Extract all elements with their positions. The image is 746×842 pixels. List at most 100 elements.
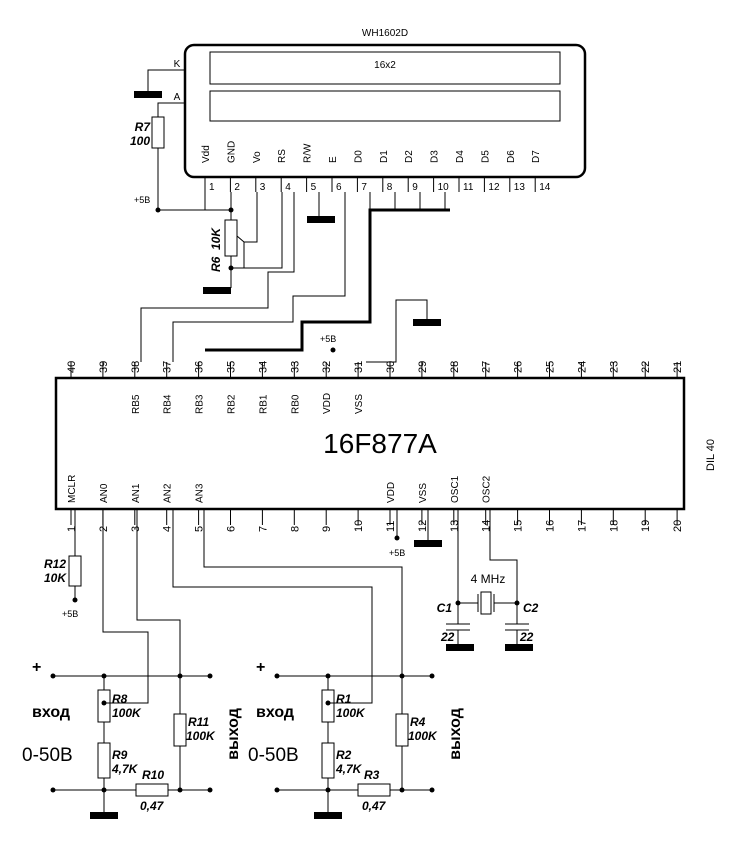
lcd-pin-signal: D6 — [506, 150, 517, 163]
mcu-bottom-pin-number: 14 — [481, 520, 493, 532]
mcu-top-pin-signal: RB4 — [163, 394, 174, 414]
mcu-top-pin-number: 38 — [130, 361, 142, 373]
mcu-top-pin-number: 24 — [576, 361, 588, 373]
mcu-bottom-pin-number: 9 — [321, 526, 333, 532]
mcu-top-pin-signal: RB0 — [290, 394, 301, 414]
r3-value: 0,47 — [362, 799, 387, 813]
mcu-top-pin-signal: RB5 — [131, 394, 142, 414]
lcd-pin-signal: D5 — [480, 150, 491, 163]
lcd-pin-number: 3 — [260, 182, 266, 193]
r12-body — [68, 555, 82, 587]
lcd-pin-number: 2 — [234, 182, 240, 193]
ch2-plus: + — [256, 659, 265, 676]
r2-body — [321, 742, 335, 779]
r9-value: 4,7K — [111, 762, 139, 776]
r1-name: R1 — [336, 692, 352, 706]
r11-value: 100K — [186, 729, 216, 743]
mcu-bottom-pin-signal: MCLR — [67, 475, 78, 503]
lcd-a-label: A — [174, 92, 181, 103]
mcu-bottom-pin-number: 12 — [417, 520, 429, 532]
lcd-pin-number: 14 — [539, 182, 551, 193]
lcd-pin-number: 7 — [361, 182, 367, 193]
ch2-output: выход — [447, 708, 464, 760]
r8-body — [97, 689, 111, 723]
r7-name: R7 — [135, 120, 152, 134]
lcd-line-1 — [209, 51, 561, 85]
lcd-outline — [183, 43, 587, 179]
ch1-plus: + — [32, 659, 41, 676]
crystal-body — [480, 591, 492, 615]
lcd-pin-number: 4 — [285, 182, 291, 193]
mcu-top-pin-number: 36 — [194, 361, 206, 373]
mcu-top-pin-signal: RB3 — [195, 394, 206, 414]
mcu-bottom-pin-number: 13 — [449, 520, 461, 532]
mcu-bottom-pin-signal: AN3 — [195, 483, 206, 503]
mcu-top-pin-number: 34 — [257, 361, 269, 373]
mcu-top-pin-number: 40 — [66, 361, 78, 373]
mcu-top-pin-number: 21 — [672, 361, 684, 373]
r9-name: R9 — [112, 748, 128, 762]
lcd-pin-signal: D2 — [404, 150, 415, 163]
c2-value: 22 — [519, 630, 534, 644]
mcu-bottom-pin-signal: OSC1 — [450, 475, 461, 503]
r11-body — [173, 713, 187, 747]
lcd-line-2 — [209, 90, 561, 122]
ch1-range: 0-50В — [22, 745, 73, 766]
mcu-top-pin-number: 22 — [640, 361, 652, 373]
mcu-bottom-pin-number: 7 — [257, 526, 269, 532]
lcd-pin-signal: D1 — [379, 150, 390, 163]
mcu-top-pin-signal: RB1 — [258, 394, 269, 414]
mcu-bottom-pin-number: 6 — [226, 526, 238, 532]
mcu-bottom-pin-number: 18 — [608, 520, 620, 532]
mcu-top-pin-number: 31 — [353, 361, 365, 373]
lcd-pin-number: 5 — [311, 182, 317, 193]
lcd-pins: 1Vdd2GND3Vo4RS5R/W6E7D08D19D210D311D412D… — [201, 141, 551, 193]
r6-value: 10K — [209, 227, 223, 250]
lcd-model: WH1602D — [362, 28, 408, 39]
r10-value: 0,47 — [140, 799, 165, 813]
r8-name: R8 — [112, 692, 128, 706]
plus5-mclr-label: +5B — [62, 609, 78, 619]
r3-body — [357, 783, 391, 797]
lcd-pin-signal: RS — [277, 149, 288, 163]
mcu-bottom-pin-number: 19 — [640, 520, 652, 532]
r7-body — [151, 116, 165, 149]
mcu-top-pin-number: 26 — [513, 361, 525, 373]
lcd-pin-number: 1 — [209, 182, 215, 193]
r10-body — [135, 783, 169, 797]
mcu-top-pin-number: 25 — [545, 361, 557, 373]
r11-name: R11 — [188, 715, 209, 729]
mcu-top-pin-number: 33 — [289, 361, 301, 373]
lcd-pin-number: 10 — [438, 182, 450, 193]
r7-value: 100 — [130, 134, 150, 148]
lcd-pin-number: 12 — [488, 182, 500, 193]
mcu-top-pin-number: 23 — [608, 361, 620, 373]
lcd-pin-signal: Vo — [252, 151, 263, 163]
mcu-bottom-pin-signal: AN2 — [163, 483, 174, 503]
c1-value: 22 — [440, 630, 455, 644]
mcu-name: 16F877A — [323, 428, 437, 459]
lcd-k-label: K — [174, 59, 181, 70]
mcu-top-pin-number: 37 — [162, 361, 174, 373]
mcu-top-pin-signal: VSS — [354, 394, 365, 414]
mcu-bottom-pin-number: 4 — [162, 526, 174, 532]
mcu-body — [54, 376, 686, 511]
c2-name: C2 — [523, 601, 539, 615]
mcu-bottom-pin-number: 10 — [353, 520, 365, 532]
lcd-pin-signal: R/W — [303, 143, 314, 163]
lcd-pin-number: 11 — [463, 182, 474, 193]
r6-name: R6 — [209, 256, 223, 272]
lcd-pin-number: 13 — [514, 182, 526, 193]
r8-value: 100K — [112, 706, 142, 720]
ch1-input: вход — [32, 704, 70, 721]
mcu-bottom-pin-signal: VSS — [418, 483, 429, 503]
lcd-pin-signal: E — [328, 156, 339, 163]
mcu-top-pin-number: 28 — [449, 361, 461, 373]
mcu-top-pin-number: 30 — [385, 361, 397, 373]
plus5-vdd-label: +5B — [389, 548, 405, 558]
ch2-input: вход — [256, 704, 294, 721]
r2-name: R2 — [336, 748, 352, 762]
